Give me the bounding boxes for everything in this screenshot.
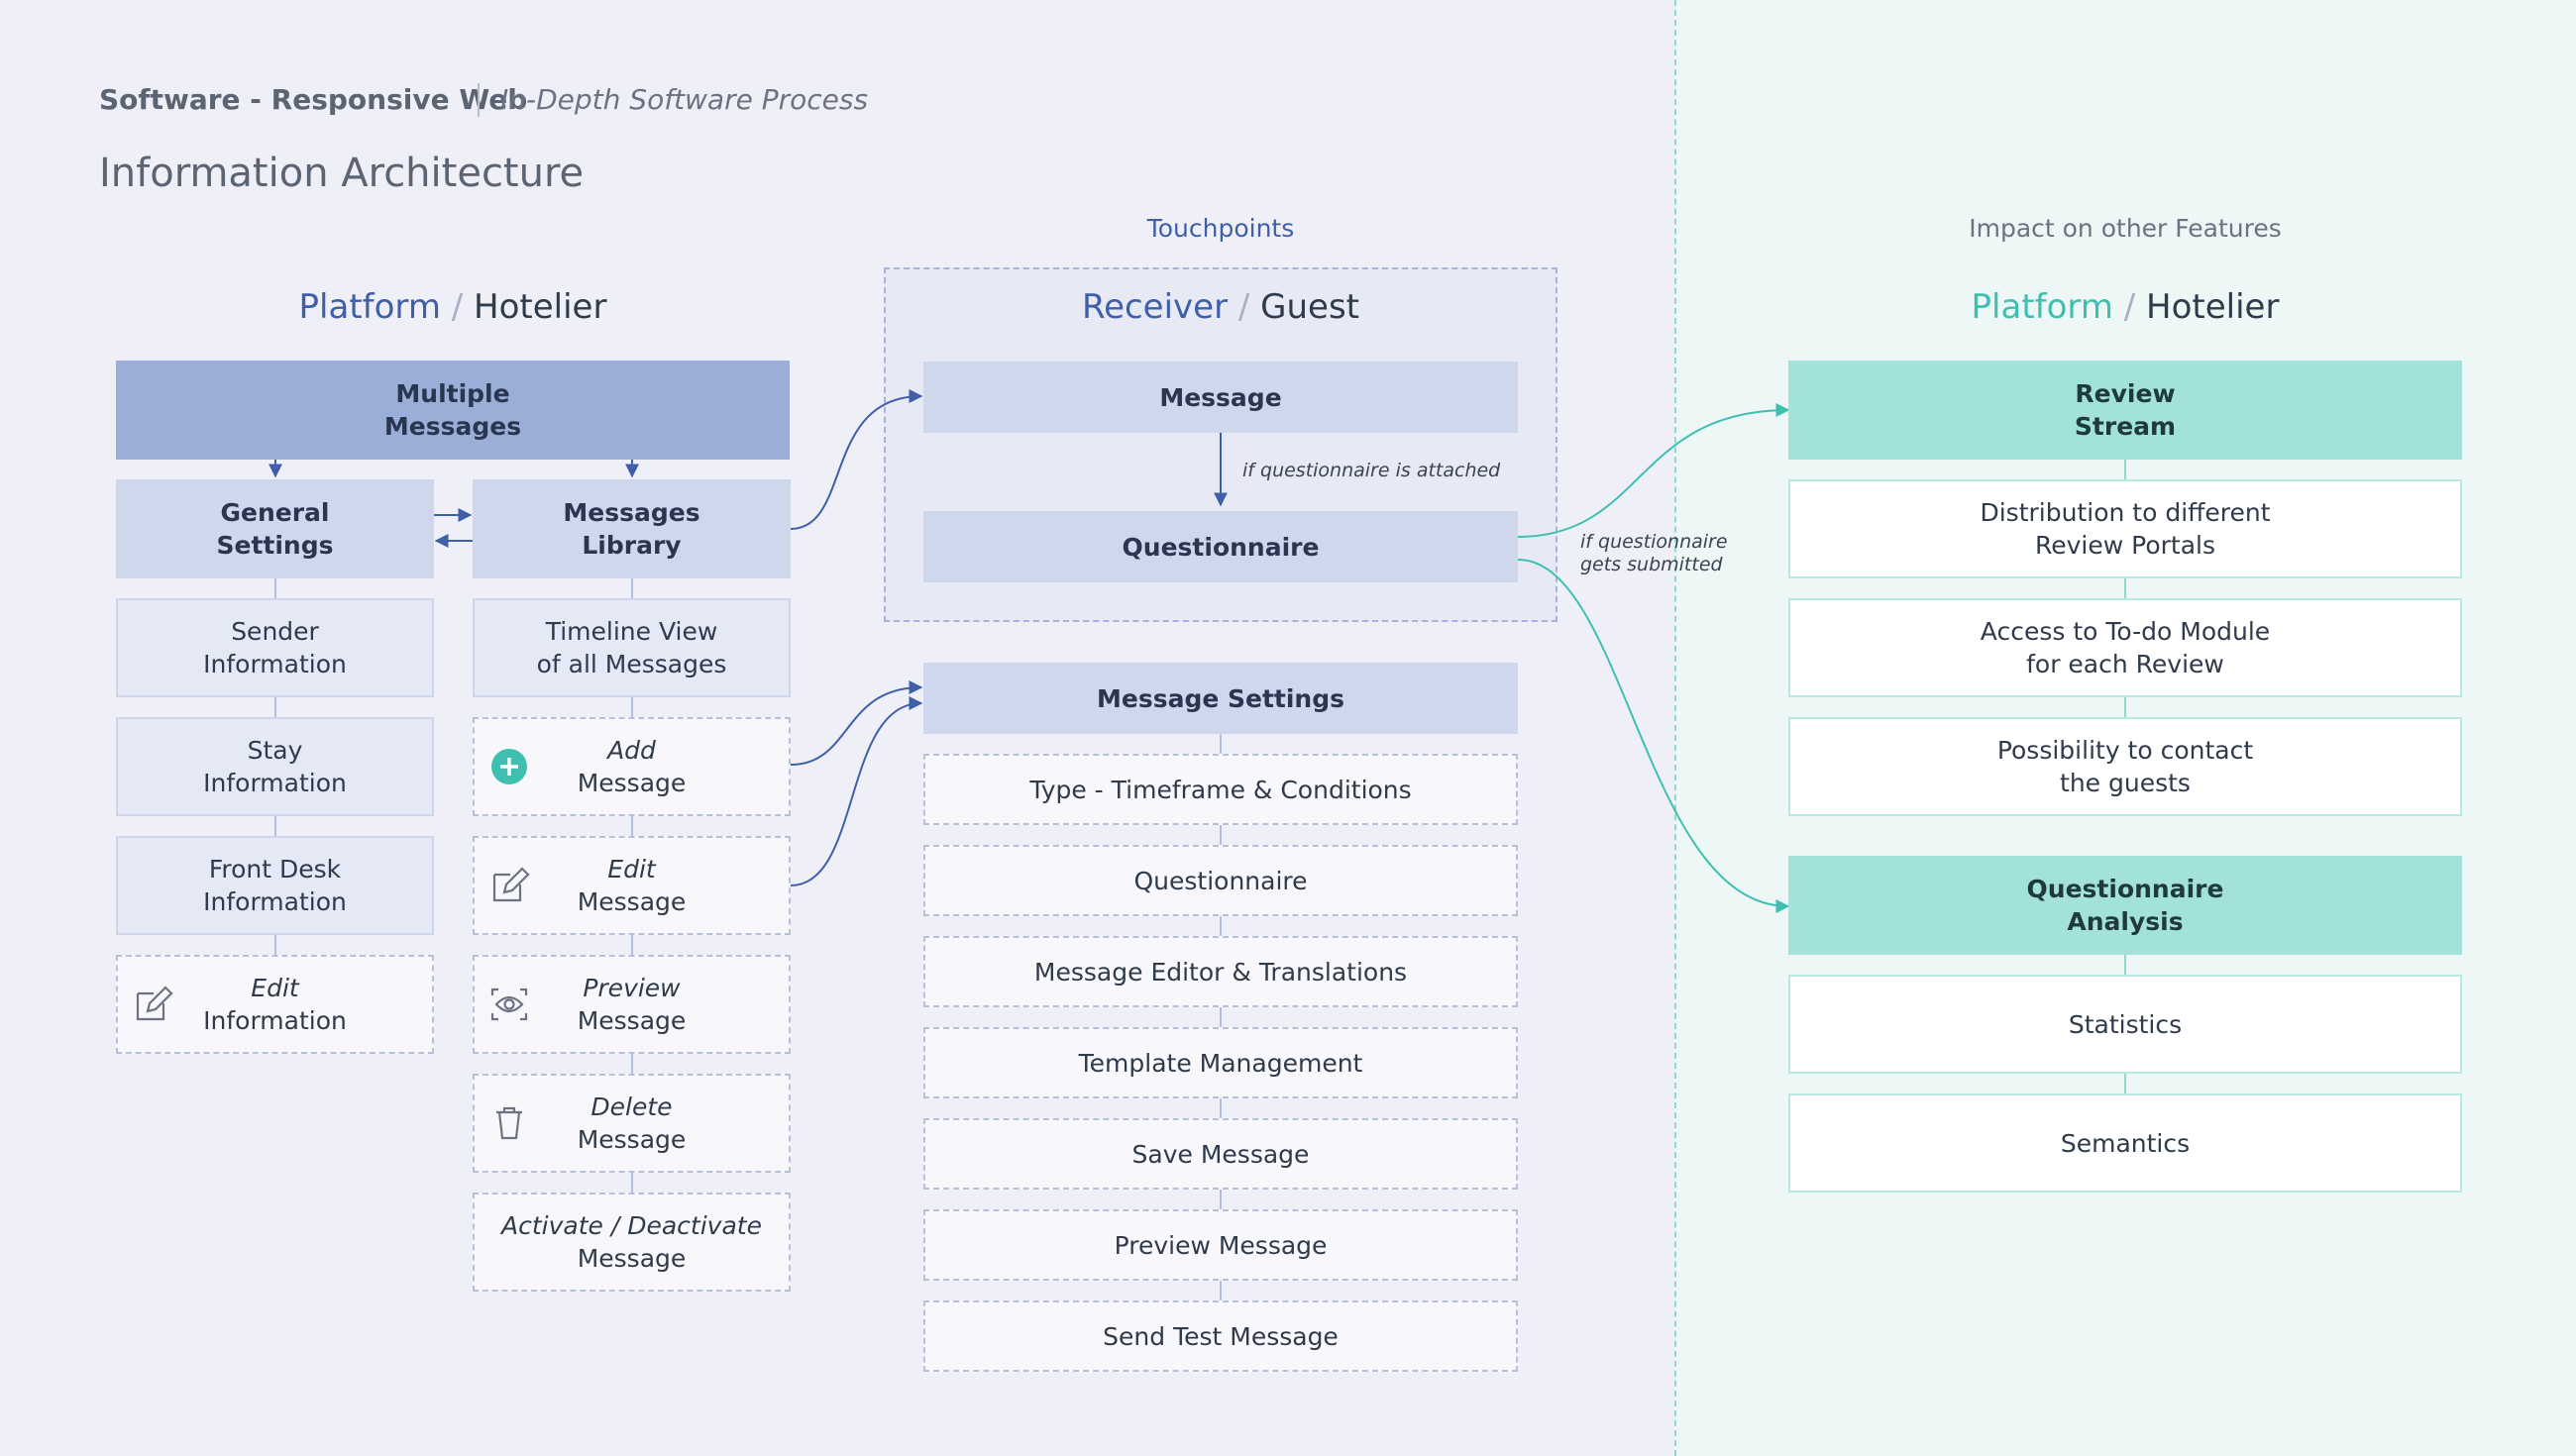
action-object: Message xyxy=(577,1244,687,1273)
stay-information-node[interactable]: Stay Information xyxy=(116,717,434,816)
settings-item-questionnaire[interactable]: Questionnaire xyxy=(923,845,1518,916)
column-title-middle: Receiver / Guest xyxy=(884,287,1557,327)
settings-item-type[interactable]: Type - Timeframe & Conditions xyxy=(923,754,1518,825)
message-settings-node[interactable]: Message Settings xyxy=(923,663,1518,734)
message-settings-label: Message Settings xyxy=(1096,683,1345,713)
edit-icon xyxy=(488,865,530,906)
general-settings-node[interactable]: General Settings xyxy=(116,479,434,578)
breadcrumb-title: Software - Responsive Web xyxy=(99,83,528,116)
messages-library-label: Messages Library xyxy=(563,498,700,560)
column-title-left-actor: Hotelier xyxy=(474,287,607,327)
touchpoints-label: Touchpoints xyxy=(1146,214,1295,243)
settings-item-label: Stay Information xyxy=(203,736,347,797)
column-title-middle-sep: / xyxy=(1237,287,1250,327)
review-item-label: Distribution to different Review Portals xyxy=(1980,498,2271,560)
messages-library-node[interactable]: Messages Library xyxy=(473,479,791,578)
review-stream-label: Review Stream xyxy=(2074,379,2177,441)
breadcrumb-subtitle: In-Depth Software Process xyxy=(500,83,869,116)
message-label: Message xyxy=(1159,382,1282,412)
review-item-contact[interactable]: Possibility to contact the guests xyxy=(1788,717,2462,816)
page-title: Information Architecture xyxy=(99,151,585,196)
settings-item-label: Questionnaire xyxy=(1133,866,1308,895)
column-title-middle-role: Receiver xyxy=(1081,287,1229,327)
questionnaire-analysis-label: Questionnaire Analysis xyxy=(2026,875,2224,936)
breadcrumb-separator xyxy=(478,83,480,117)
note-questionnaire-submitted: if questionnaire gets submitted xyxy=(1580,531,1728,575)
settings-item-label: Type - Timeframe & Conditions xyxy=(1029,775,1412,804)
column-title-middle-actor: Guest xyxy=(1260,287,1360,327)
multiple-messages-node: Multiple Messages xyxy=(116,361,790,460)
action-object: Message xyxy=(577,887,687,916)
settings-item-save[interactable]: Save Message xyxy=(923,1118,1518,1190)
review-stream-node[interactable]: Review Stream xyxy=(1788,361,2462,460)
library-item-label: Timeline View of all Messages xyxy=(536,617,727,678)
questionnaire-analysis-node[interactable]: Questionnaire Analysis xyxy=(1788,856,2462,955)
action-object: Message xyxy=(577,1125,687,1154)
column-title-right-role: Platform xyxy=(1971,287,2113,327)
action-object: Message xyxy=(577,1006,687,1035)
settings-item-send-test[interactable]: Send Test Message xyxy=(923,1300,1518,1372)
analysis-item-label: Statistics xyxy=(2068,1009,2183,1039)
questionnaire-label: Questionnaire xyxy=(1122,532,1320,562)
action-verb: Delete xyxy=(590,1092,673,1121)
action-verb: Edit xyxy=(607,855,656,884)
action-verb: Preview xyxy=(583,974,681,1002)
action-verb: Edit xyxy=(251,974,299,1002)
settings-item-label: Send Test Message xyxy=(1103,1321,1339,1351)
analysis-item-label: Semantics xyxy=(2060,1128,2191,1158)
column-title-right-actor: Hotelier xyxy=(2146,287,2280,327)
eye-icon xyxy=(488,984,530,1025)
column-title-right-sep: / xyxy=(2123,287,2136,327)
analysis-item-statistics[interactable]: Statistics xyxy=(1788,975,2462,1074)
settings-item-label: Preview Message xyxy=(1114,1230,1328,1260)
sender-information-node[interactable]: Sender Information xyxy=(116,598,434,697)
settings-item-preview[interactable]: Preview Message xyxy=(923,1209,1518,1281)
timeline-view-node[interactable]: Timeline View of all Messages xyxy=(473,598,791,697)
multiple-messages-label: Multiple Messages xyxy=(383,379,522,441)
action-verb: Add xyxy=(607,736,656,765)
settings-item-label: Save Message xyxy=(1131,1139,1310,1169)
settings-item-label: Front Desk Information xyxy=(203,855,347,916)
impact-label: Impact on other Features xyxy=(1969,214,2282,243)
general-settings-label: General Settings xyxy=(216,498,334,560)
review-item-label: Possibility to contact the guests xyxy=(1996,736,2254,797)
trash-icon xyxy=(488,1102,530,1144)
note-questionnaire-attached: if questionnaire is attached xyxy=(1242,460,1501,481)
add-circle-icon xyxy=(488,746,530,787)
column-title-left: Platform / Hotelier xyxy=(116,287,790,327)
settings-item-label: Template Management xyxy=(1078,1048,1363,1078)
edit-icon xyxy=(132,984,173,1025)
settings-item-template[interactable]: Template Management xyxy=(923,1027,1518,1098)
settings-item-label: Message Editor & Translations xyxy=(1033,957,1408,987)
panel-divider xyxy=(1674,0,1676,1456)
settings-item-label: Sender Information xyxy=(203,617,347,678)
review-item-todo[interactable]: Access to To-do Module for each Review xyxy=(1788,598,2462,697)
review-item-label: Access to To-do Module for each Review xyxy=(1980,617,2271,678)
settings-item-editor[interactable]: Message Editor & Translations xyxy=(923,936,1518,1007)
action-verb: Activate / Deactivate xyxy=(501,1211,762,1240)
review-item-distribution[interactable]: Distribution to different Review Portals xyxy=(1788,479,2462,578)
column-title-left-role: Platform xyxy=(298,287,441,327)
analysis-item-semantics[interactable]: Semantics xyxy=(1788,1093,2462,1193)
message-node[interactable]: Message xyxy=(923,362,1518,433)
questionnaire-node[interactable]: Questionnaire xyxy=(923,511,1518,582)
action-object: Information xyxy=(203,1006,347,1035)
action-object: Message xyxy=(577,769,687,797)
column-title-left-sep: / xyxy=(451,287,464,327)
column-title-right: Platform / Hotelier xyxy=(1788,287,2462,327)
front-desk-information-node[interactable]: Front Desk Information xyxy=(116,836,434,935)
